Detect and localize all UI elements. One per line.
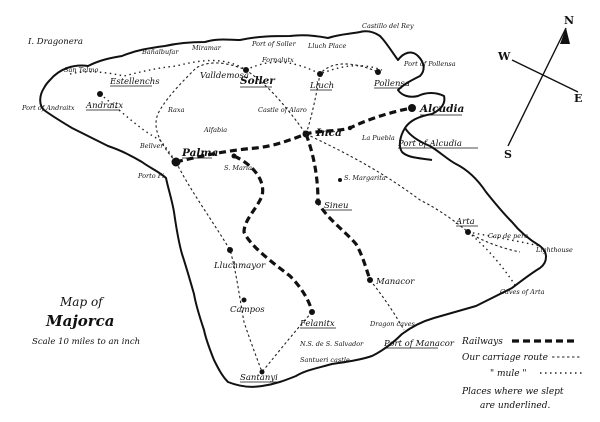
label-pollensa: Pollensa	[373, 79, 410, 89]
label-dragonera: I. Dragonera	[27, 37, 83, 47]
town-dot-lluchmayor	[227, 247, 233, 253]
carriage-route-south	[175, 161, 263, 373]
label-caves-arta: Caves of Arta	[500, 288, 545, 296]
label-s-margarita: S. Margarita	[344, 174, 386, 182]
title-line1: Map of	[59, 295, 105, 309]
label-valldemosa: Valldemosa	[200, 71, 249, 81]
label-port-manacor: Port of Manacor	[383, 339, 455, 349]
label-lluch-place: Lluch Place	[307, 42, 346, 50]
label-banalbufar: Bañalbufar	[141, 48, 179, 56]
town-markers	[97, 67, 471, 375]
label-alfabia: Alfabia	[203, 126, 227, 134]
label-port-alcudia: Port of Alcudia	[397, 139, 462, 149]
label-miramar: Miramar	[191, 44, 222, 52]
label-santanyi: Santanyi	[240, 373, 278, 383]
label-santueri: Santueri castle	[300, 356, 350, 364]
label-porto-pi: Porto Pi	[137, 172, 164, 180]
label-manacor: Manacor	[375, 277, 415, 287]
legend-railways: Railways	[461, 337, 503, 347]
label-lluch: Lluch	[309, 81, 334, 91]
carriage-route-manacor-port	[369, 279, 405, 331]
town-dot-felanitx	[309, 309, 315, 315]
town-dot-santanyi	[259, 369, 265, 375]
compass-e: E	[574, 92, 582, 105]
mule-route-arta-caves	[467, 231, 516, 286]
label-fornalutx: Fornalutx	[261, 56, 294, 64]
carriage-route-west	[155, 62, 307, 163]
label-s-maria: S. Maria	[224, 164, 252, 172]
railway-santa-maria-felanitx	[233, 154, 314, 313]
railway-inca-manacor	[304, 133, 372, 281]
town-dot-arta	[465, 229, 471, 235]
label-castle-alaro: Castle of Alaro	[258, 106, 307, 114]
mule-route-arta-lighthouse	[467, 231, 541, 247]
legend-places-line1: Places where we slept	[461, 387, 564, 397]
place-labels: I. Dragonera San Telmo Estellenchs Bañal…	[21, 22, 573, 383]
town-dot-pollensa	[375, 69, 381, 75]
town-dot-campos	[241, 297, 247, 303]
label-arta: Arta	[455, 217, 475, 227]
town-dot-la-puebla	[347, 125, 353, 131]
label-andraitx: Andraitx	[85, 101, 123, 111]
compass-w: W	[497, 50, 511, 63]
label-port-pollensa: Port of Pollensa	[403, 60, 456, 68]
label-campos: Campos	[230, 305, 265, 315]
label-la-puebla: La Puebla	[361, 134, 395, 142]
compass-rose: N S E W	[497, 14, 582, 161]
label-castillo: Castillo del Rey	[362, 22, 414, 30]
carriage-route-felanitx-santanyi	[261, 311, 313, 373]
compass-n: N	[564, 14, 574, 27]
legend: Railways Our carriage route " mule " Pla…	[461, 337, 582, 411]
legend-places-line2: are underlined.	[480, 401, 550, 411]
title-scale: Scale 10 miles to an inch	[32, 337, 140, 347]
town-dot-inca	[302, 130, 310, 138]
label-dragon-caves: Dragon caves	[369, 320, 416, 328]
label-port-andraitx: Port of Andraitx	[21, 104, 75, 112]
label-port-soller: Port of Soller	[251, 40, 297, 48]
label-alcudia: Alcudia	[419, 103, 464, 115]
mule-route-soller-pollensa	[245, 61, 383, 75]
title-line2: Majorca	[45, 312, 115, 330]
mule-route-west-coast	[69, 59, 247, 77]
town-dot-andraitx	[97, 91, 103, 97]
label-lluchmayor: Lluchmayor	[213, 261, 266, 271]
town-dot-alcudia	[408, 104, 416, 112]
label-bellver: Bellver	[139, 142, 164, 150]
legend-carriage: Our carriage route	[462, 353, 548, 363]
label-ns-salvador: N.S. de S. Salvador	[299, 340, 364, 348]
carriage-route-north	[305, 63, 379, 135]
bay-of-alcudia	[398, 127, 433, 161]
label-cap-pera: Cap de pera	[488, 232, 528, 240]
town-dot-s-margarita	[338, 178, 342, 182]
label-palma: Palma	[181, 147, 219, 159]
label-estellenchs: Estellenchs	[109, 77, 160, 87]
town-dot-manacor	[367, 277, 373, 283]
label-soller: Soller	[240, 75, 276, 87]
map-title: Map of Majorca Scale 10 miles to an inch	[32, 295, 140, 347]
carriage-route-east	[305, 133, 521, 253]
coastline	[39, 30, 547, 388]
label-felanitx: Felanitx	[299, 319, 335, 329]
town-dot-sineu	[315, 199, 321, 205]
mule-route-andraitx	[99, 93, 177, 163]
town-dot-s-maria	[231, 153, 237, 159]
label-san-telmo: San Telmo	[64, 66, 99, 74]
label-raxa: Raxa	[167, 106, 185, 114]
compass-s: S	[504, 148, 512, 161]
label-sineu: Sineu	[324, 201, 349, 211]
label-lighthouse: Lighthouse	[535, 246, 573, 254]
legend-mule: " mule "	[490, 369, 527, 379]
town-dot-soller	[243, 67, 249, 73]
town-dot-lluch	[317, 71, 323, 77]
town-dot-palma	[171, 157, 181, 167]
label-inca: Inca	[315, 127, 342, 139]
